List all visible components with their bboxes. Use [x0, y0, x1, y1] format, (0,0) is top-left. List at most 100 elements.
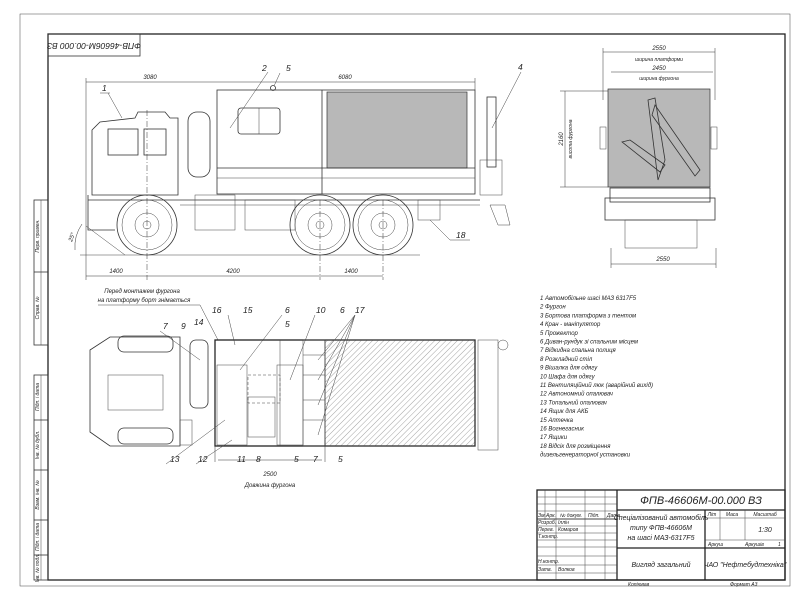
callout-plan-9: 9: [181, 321, 186, 331]
legend-item: 5 Прожектор: [540, 331, 579, 337]
callout-2: 2: [261, 63, 267, 73]
legend-item: 11 Вентиляційний люк (аварійний вихід): [540, 382, 653, 389]
plan-view: Перед монтажем фургона на платформу борт…: [89, 289, 509, 489]
hdr-doc-no: № докум.: [560, 513, 582, 519]
callout-plan-7b: 7: [313, 454, 318, 464]
callout-plan-14: 14: [194, 317, 204, 327]
legend-item: 15 Аптечка: [540, 418, 574, 424]
dim-wheelbase: 4200: [226, 269, 240, 275]
stamp-replace-inv: Взам. інв. №: [35, 480, 41, 510]
sheet-outer-border: [19, 13, 791, 587]
role-developer: Розроб.: [538, 520, 556, 526]
title-block: Зм. Арк. № докум. Підп. Дата Розроб. Пер…: [536, 489, 787, 588]
legend-item: 3 Бортова платформа з тентом: [540, 313, 636, 319]
callout-plan-17: 17: [355, 305, 365, 315]
callout-plan-10: 10: [316, 305, 326, 315]
parts-legend: 1 Автомобільне шасі МАЗ 6317F5 2 Фургон 3 …: [539, 296, 653, 459]
company-name: ЧАО "Нефтебудтехніка": [704, 561, 787, 569]
callout-5-side: 5: [286, 63, 291, 73]
legend-item: 13 Топальний опалювач: [540, 399, 607, 406]
left-margin-stamps: Перв. примен. Справ. № Підп. і дата Інв.…: [33, 199, 49, 583]
rear-view: 2550 ширина платформи 2450 ширина фургон…: [559, 46, 718, 268]
label-format: Формат А3: [730, 582, 758, 588]
legend-item: дизельгенераторної установки: [540, 453, 631, 459]
legend-item: 10 Шафа для одягу: [540, 374, 596, 380]
label-scale: Масштаб: [753, 512, 777, 518]
legend-item: 9 Вішалка для одягу: [540, 366, 598, 372]
title-drawing-code: ФПВ-46606М-00.000 ВЗ: [640, 495, 762, 507]
rear-body-outline: [607, 88, 711, 188]
label-van-length: Довжина фургона: [244, 483, 296, 489]
legend-item: 1 Автомобільне шасі МАЗ 6317F5: [540, 296, 637, 302]
stamp-reference: Справ. №: [35, 296, 41, 319]
callout-1: 1: [102, 83, 107, 93]
role-approved: Затв.: [538, 567, 552, 573]
dim-body-width: 2450: [651, 66, 666, 72]
role-checker: Перев.: [538, 527, 554, 533]
label-platform-width: ширина платформи: [635, 57, 683, 63]
dim-van-length: 2500: [262, 472, 277, 478]
generator-compartment: [417, 199, 441, 221]
label-sheets: Аркушів: [744, 542, 764, 548]
cab-window: [107, 128, 139, 156]
plan-crane: [477, 339, 499, 451]
callout-plan-6a: 6: [285, 305, 290, 315]
dim-approach-angle: 25°: [68, 232, 77, 244]
name-checker: Комаров: [558, 527, 578, 533]
dim-body-length: 6080: [338, 75, 352, 81]
side-view: 3080 6080: [68, 62, 523, 280]
legend-item: 8 Розкладний стіл: [540, 356, 593, 363]
stamp-sign-date-1: Підп. і дата: [35, 383, 41, 411]
callout-plan-12: 12: [198, 454, 208, 464]
callout-plan-16: 16: [212, 305, 222, 315]
label-mass: Маса: [726, 512, 739, 518]
plan-cab: [89, 336, 181, 447]
tented-platform: [326, 91, 468, 169]
dim-front-length: 3080: [143, 75, 157, 81]
name-approved: Волков: [558, 567, 575, 573]
dim-bogie: 1400: [344, 269, 358, 275]
label-body-height: висота фургона: [568, 119, 574, 158]
crane-manipulator: [486, 96, 497, 168]
callout-plan-5-top: 5: [285, 319, 290, 329]
callout-plan-8: 8: [256, 454, 261, 464]
label-lit: Літ: [707, 512, 717, 518]
spare-tyre: [187, 111, 211, 178]
legend-item: 4 Кран - маніпулятор: [540, 322, 601, 328]
scale-value: 1:30: [758, 527, 772, 534]
legend-item: 18 Відсік для розміщення: [540, 444, 611, 450]
callout-plan-6b: 6: [340, 305, 345, 315]
legend-item: 16 Вогнегасник: [540, 427, 585, 433]
spotlight: [270, 85, 276, 91]
stamp-orig-inv: Інв. № подл.: [35, 554, 41, 583]
name-developer: Іллін: [558, 520, 569, 526]
title-view-name: Вигляд загальний: [632, 561, 691, 569]
legend-item: 17 Ящики: [540, 435, 568, 441]
role-norm-control: Н.контр.: [538, 559, 559, 565]
label-body-width: ширина фургона: [639, 76, 679, 82]
legend-item: 12 Автономний опалювач: [540, 391, 613, 398]
legend-item: 7 Відкидна спальна полиця: [540, 348, 617, 354]
plan-platform-hatched: [324, 339, 476, 447]
title-desc-2: типу ФПВ-46606М: [630, 525, 692, 532]
truck-cab: [91, 111, 179, 196]
hdr-change: Зм.: [538, 513, 546, 519]
label-copied: Копіював: [628, 582, 650, 588]
inverted-drawing-code: ФПВ-46606М-00.000 ВЗ: [46, 41, 141, 51]
label-sheet: Аркуш: [707, 542, 724, 548]
plan-spare-tyre-top: [117, 335, 174, 353]
dim-front-overhang: 1400: [109, 269, 123, 275]
callout-plan-5b: 5: [338, 454, 343, 464]
legend-item: 14 Ящик для АКБ: [540, 409, 588, 415]
callout-plan-15: 15: [243, 305, 253, 315]
callout-18: 18: [456, 230, 466, 240]
callout-4: 4: [518, 62, 523, 72]
stamp-sign-date-2: Підп. і дата: [35, 523, 41, 551]
callout-plan-13: 13: [170, 454, 180, 464]
title-desc-1: Спеціалізований автомобіль: [614, 514, 709, 522]
top-code-stamp: ФПВ-46606М-00.000 ВЗ: [46, 33, 141, 57]
title-desc-3: на шасі МАЗ-6317F5: [628, 534, 695, 542]
callout-plan-11: 11: [237, 454, 246, 464]
legend-item: 2 Фургон: [539, 305, 566, 311]
